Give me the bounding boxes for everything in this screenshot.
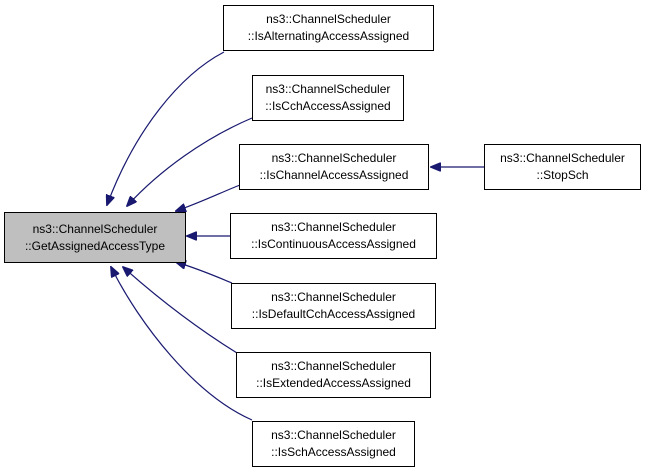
node-get-assigned-access-type[interactable]: ns3::ChannelScheduler ::GetAssignedAcces… (4, 212, 186, 263)
node-line1: ns3::ChannelScheduler (32, 221, 158, 236)
node-line2: ::IsCchAccessAssigned (265, 99, 391, 113)
node-line1: ns3::ChannelScheduler (271, 220, 396, 234)
node-line1: ns3::ChannelScheduler (271, 151, 397, 165)
node-is-alternating-access-assigned[interactable]: ns3::ChannelScheduler ::IsAlternatingAcc… (223, 5, 434, 51)
edge-alternating-to-focus (107, 51, 225, 205)
node-line2: ::GetAssignedAccessType (24, 238, 166, 253)
node-stop-sch[interactable]: ns3::ChannelScheduler ::StopSch (484, 144, 641, 190)
node-line2: ::IsSchAccessAssigned (271, 445, 396, 459)
edge-default-cch-to-focus (176, 262, 233, 284)
node-line2: ::IsContinuousAccessAssigned (251, 237, 416, 251)
node-is-extended-access-assigned[interactable]: ns3::ChannelScheduler ::IsExtendedAccess… (236, 352, 431, 398)
node-line1: ns3::ChannelScheduler (266, 12, 391, 26)
edge-channel-to-focus (176, 184, 241, 211)
node-line1: ns3::ChannelScheduler (271, 428, 396, 442)
node-line2: ::IsChannelAccessAssigned (259, 168, 409, 182)
edge-sch-to-focus (111, 267, 253, 421)
node-line2: ::IsExtendedAccessAssigned (256, 376, 411, 390)
node-line1: ns3::ChannelScheduler (265, 82, 391, 96)
edge-extended-to-focus (123, 267, 238, 354)
node-is-channel-access-assigned[interactable]: ns3::ChannelScheduler ::IsChannelAccessA… (239, 144, 429, 190)
node-line1: ns3::ChannelScheduler (500, 151, 625, 165)
node-is-default-cch-access-assigned[interactable]: ns3::ChannelScheduler ::IsDefaultCchAcce… (231, 283, 436, 329)
node-line1: ns3::ChannelScheduler (271, 290, 396, 304)
node-is-continuous-access-assigned[interactable]: ns3::ChannelScheduler ::IsContinuousAcce… (230, 213, 437, 259)
node-line2: ::IsAlternatingAccessAssigned (247, 29, 410, 43)
node-line2: ::StopSch (536, 168, 589, 182)
node-line2: ::IsDefaultCchAccessAssigned (251, 307, 416, 321)
edge-cch-to-focus (127, 117, 253, 206)
node-line1: ns3::ChannelScheduler (271, 359, 396, 373)
node-is-cch-access-assigned[interactable]: ns3::ChannelScheduler ::IsCchAccessAssig… (252, 75, 404, 121)
node-is-sch-access-assigned[interactable]: ns3::ChannelScheduler ::IsSchAccessAssig… (252, 421, 415, 467)
